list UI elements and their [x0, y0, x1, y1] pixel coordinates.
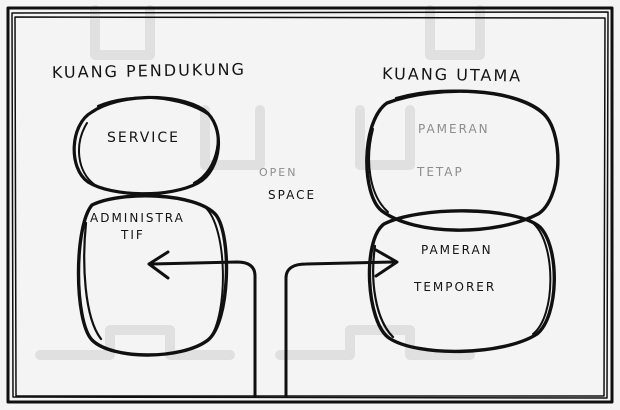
center-area: OPEN SPACE [259, 166, 316, 202]
service-room-label: SERVICE [107, 130, 180, 146]
open-space-line1: OPEN [259, 166, 297, 179]
main-zone-title: KUANG UTAMA [382, 64, 522, 85]
pameran-temporer-label-line2: TEMPORER [413, 280, 496, 294]
support-zone-title: KUANG PENDUKUNG [52, 60, 246, 82]
pameran-tetap-label-line2: TETAP [416, 165, 464, 179]
pameran-temporer-label-line1: PAMERAN [421, 243, 493, 257]
administratif-label-line1: ADMINISTRA [90, 211, 185, 225]
pameran-tetap-label-line1: PAMERAN [418, 122, 490, 136]
administratif-label-line2: TIF [120, 228, 145, 242]
main-zone: KUANG UTAMA PAMERAN TETAP PAMERAN TEMPOR… [367, 64, 558, 351]
support-zone: KUANG PENDUKUNG SERVICE ADMINISTRA TIF [52, 60, 246, 355]
connection-lines [149, 250, 397, 396]
open-space-line2: SPACE [268, 188, 316, 202]
